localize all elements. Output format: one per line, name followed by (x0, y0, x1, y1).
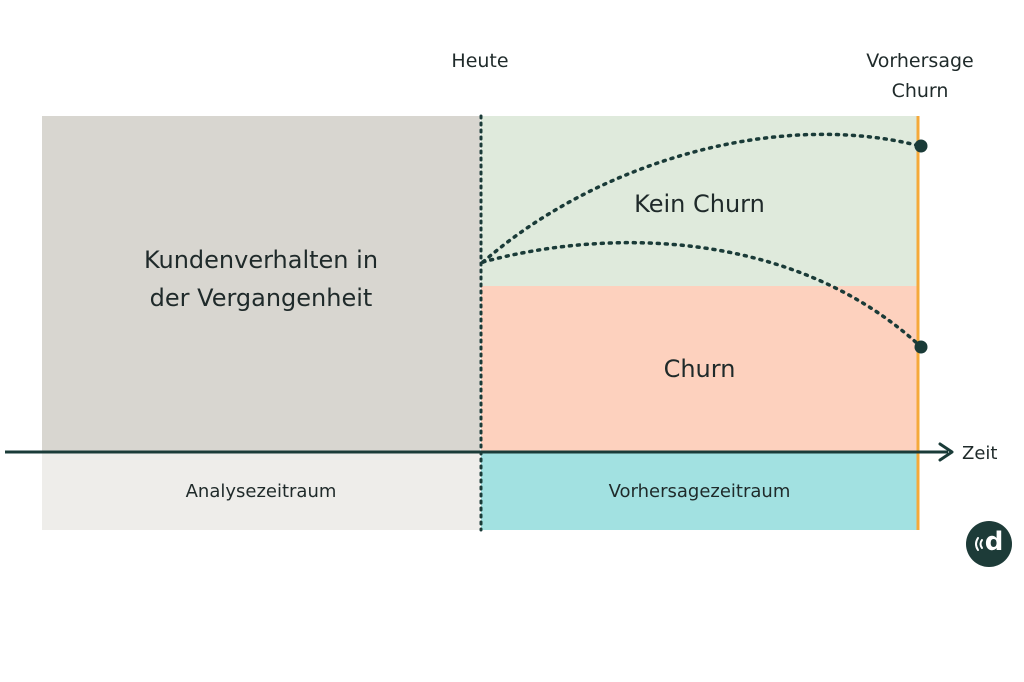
vorhersagezeitraum-label: Vorhersagezeitraum (608, 480, 791, 502)
past-behavior-text: Kundenverhalten in der Vergangenheit (144, 241, 378, 317)
kein-churn-endpoint (914, 139, 928, 153)
logo-letter: d (984, 527, 1004, 557)
kein-churn-label: Kein Churn (634, 189, 765, 218)
heute-label: Heute (451, 50, 509, 72)
churn-endpoint (914, 340, 928, 354)
analysezeitraum-band: Analysezeitraum (42, 452, 480, 530)
kein-churn-region: Kein Churn (481, 116, 918, 286)
zeit-label: Zeit (962, 443, 998, 464)
logo-waves-icon (975, 537, 983, 551)
vorhersagezeitraum-band: Vorhersagezeitraum (481, 452, 918, 530)
arrow-right-icon (938, 442, 954, 462)
past-line1: Kundenverhalten in (143, 246, 379, 274)
churn-label: Churn (663, 355, 736, 383)
kein-churn-curve (481, 132, 922, 264)
past-behavior-region: Kundenverhalten in der Vergangenheit (42, 116, 480, 452)
vorhersage-churn-label: Vorhersage Churn (840, 46, 1000, 106)
churn-curve (481, 240, 922, 348)
logo-icon: d (966, 521, 1012, 567)
past-line2: der Vergangenheit (149, 284, 373, 312)
churn-region: Churn (481, 286, 918, 452)
vorhersage-label-line1: Vorhersage (866, 50, 974, 72)
analysezeitraum-label: Analysezeitraum (185, 480, 337, 502)
vorhersage-label-line2: Churn (891, 80, 949, 102)
